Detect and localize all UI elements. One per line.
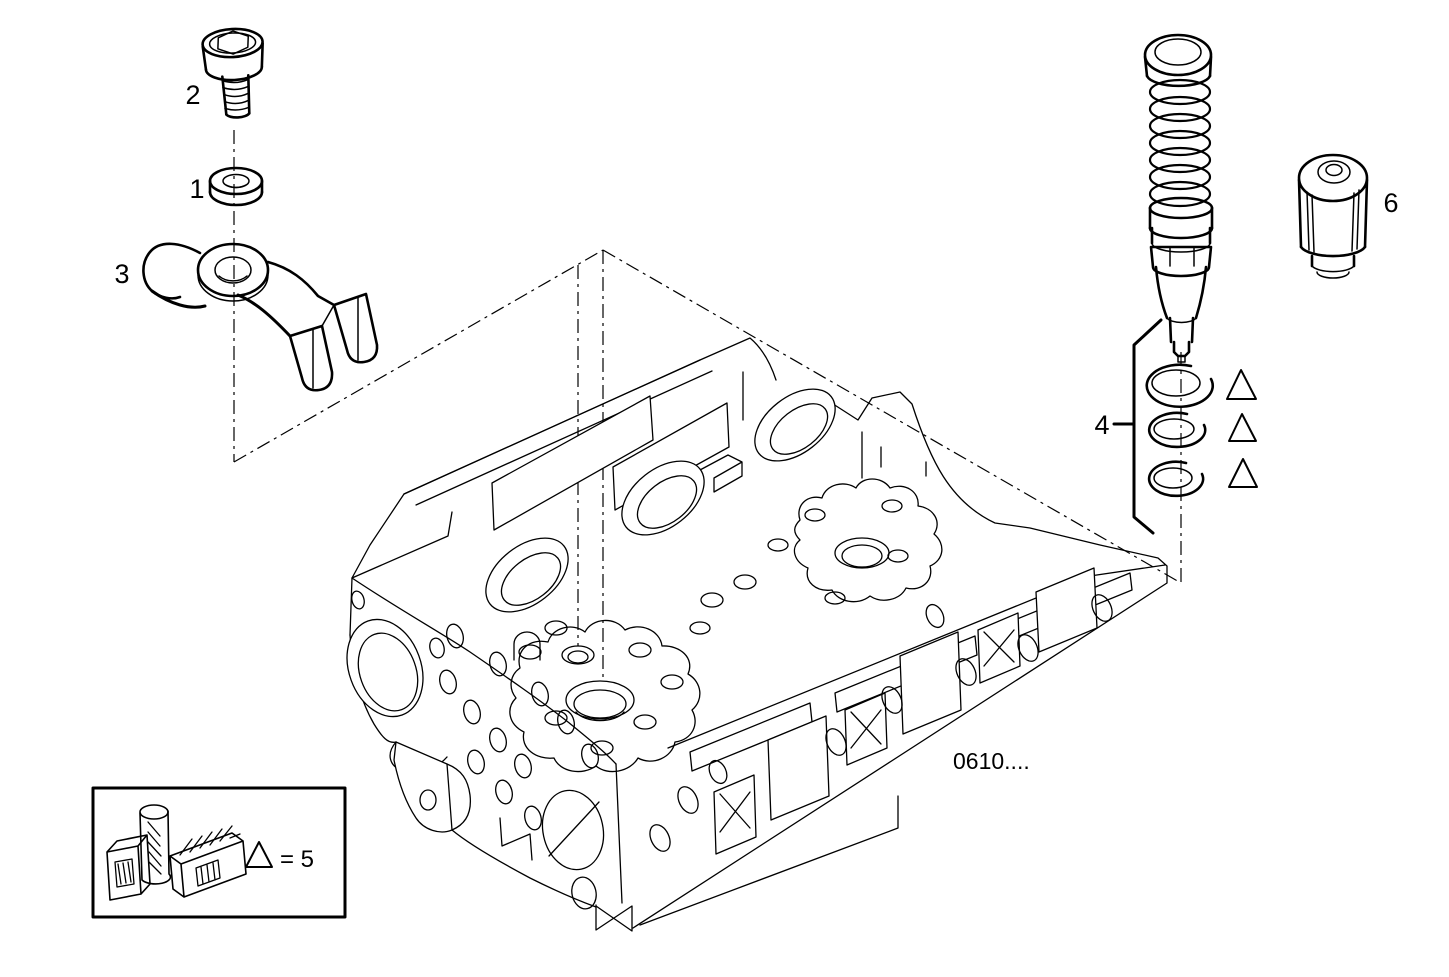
mounting-lug [393,741,472,833]
injector-assembly [1143,33,1214,363]
right-face-holes [649,594,1113,852]
bottom-corner-notch [595,904,633,932]
callout-label-1: 1 [189,174,204,204]
callout-label-3: 3 [114,259,129,289]
kit-packages-icon [106,804,247,901]
head-back-and-right-edge [632,391,1168,929]
seal-ring-2 [1147,411,1207,449]
clamp-part-3 [142,242,379,392]
callout-label-2: 2 [185,80,200,110]
legend-triangle-icon [245,841,273,868]
clamp-prong-right [332,292,379,364]
head-reference-code: 0610.... [953,748,1030,774]
left-end-face [346,577,605,910]
deck-contour-1 [509,619,701,773]
clamp-prong-left [288,324,334,392]
cylinder-head-drawing [346,337,1168,932]
seal-ring-set-part-4 [1112,318,1258,535]
callout-label-4: 4 [1094,410,1109,440]
legend-equation-text: = 5 [280,846,314,873]
valve-bore-openings [485,388,836,613]
seal-ring-3 [1147,460,1205,498]
seal-ring-1 [1145,363,1215,409]
triangle-marker-2 [1228,413,1257,442]
deck-contour-2 [793,478,943,603]
callout-bracket-4 [1132,318,1163,535]
legend-box: = 5 [91,786,347,919]
callout-label-6: 6 [1383,188,1398,218]
bolt-part-2 [201,27,264,119]
injector-spring [1148,78,1212,208]
exhaust-ports [713,567,1098,855]
triangle-marker-3 [1228,458,1258,488]
deck-bolt-holes [518,499,909,756]
triangle-marker-1 [1226,369,1257,400]
protection-cap-part-6 [1297,153,1369,279]
washer-part-1 [208,166,264,207]
injector-bore-counterbores [561,537,890,722]
